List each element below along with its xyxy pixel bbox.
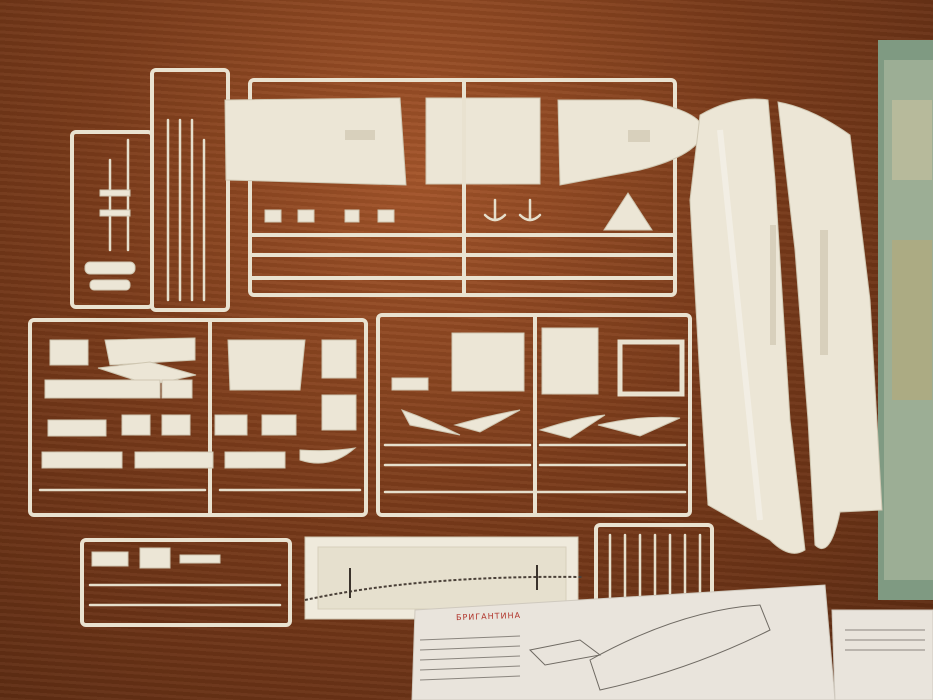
hull-halves bbox=[689, 98, 883, 554]
sprue-frame-c bbox=[28, 318, 368, 517]
sprue-frame-d bbox=[376, 313, 692, 517]
sprue-frame-e bbox=[80, 538, 292, 627]
instruction-sheet bbox=[411, 584, 933, 700]
box-lid bbox=[878, 40, 933, 600]
sprue-frame-b bbox=[224, 78, 705, 297]
sprue-frame-a bbox=[70, 68, 230, 312]
